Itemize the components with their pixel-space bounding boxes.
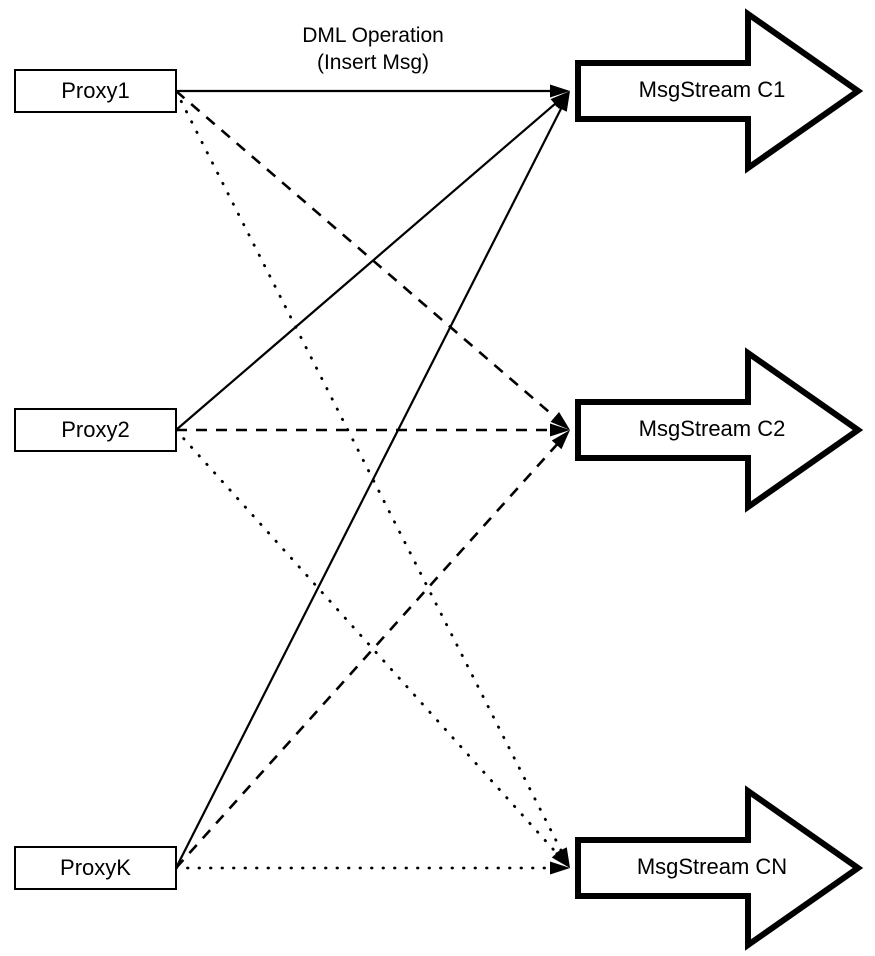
connection-p2-c1 [175, 100, 559, 431]
arrowhead-p1-c1 [550, 84, 570, 98]
proxy-node-proxyk[interactable]: ProxyK [14, 846, 177, 890]
proxy-label-proxy1: Proxy1 [61, 78, 129, 103]
proxy-node-proxy1[interactable]: Proxy1 [14, 69, 177, 113]
msgstream-arrow-shape-cn [575, 785, 864, 951]
proxy-box-proxy2 [14, 408, 177, 452]
connection-pk-c1 [175, 104, 564, 869]
msgstream-arrow-shape-c2 [575, 347, 864, 513]
arrowhead-p1-c2 [550, 412, 570, 430]
msgstream-c1[interactable]: MsgStream C1 [575, 8, 864, 174]
proxy-label-proxy2: Proxy2 [61, 417, 129, 442]
edge-label-line-1: DML Operation [302, 24, 444, 47]
arrowhead-p2-cn [551, 848, 570, 868]
connection-p1-cn [174, 89, 565, 856]
edge-label-group: DML Operation (Insert Msg) [302, 24, 444, 74]
msgstream-label-c2: MsgStream C2 [639, 416, 786, 441]
msgstream-label-cn: MsgStream CN [637, 854, 787, 879]
proxy-box-proxyk [14, 846, 177, 890]
connections-layer [174, 89, 565, 870]
arrowhead-pk-cn [550, 861, 570, 875]
connection-p1-c2 [175, 90, 559, 421]
connection-p2-cn [174, 428, 561, 858]
arrowhead-pk-c1 [555, 91, 570, 112]
proxy-box-proxy1 [14, 69, 177, 113]
msgstream-c2[interactable]: MsgStream C2 [575, 347, 864, 513]
connection-pk-c2 [175, 441, 561, 869]
arrowheads-layer [550, 84, 570, 875]
msgstream-arrow-shape-c1 [575, 8, 864, 174]
proxy-node-proxy2[interactable]: Proxy2 [14, 408, 177, 452]
arrowhead-pk-c2 [551, 430, 570, 450]
arrowhead-p2-c2 [550, 423, 570, 437]
proxy-label-proxyk: ProxyK [60, 855, 131, 880]
msgstream-label-c1: MsgStream C1 [639, 77, 786, 102]
arrowhead-p2-c1 [550, 91, 570, 109]
edge-label-line-2: (Insert Msg) [317, 51, 429, 74]
msgstream-cn[interactable]: MsgStream CN [575, 785, 864, 951]
streams-layer: MsgStream C1 MsgStream C2 MsgStream CN [575, 8, 864, 951]
